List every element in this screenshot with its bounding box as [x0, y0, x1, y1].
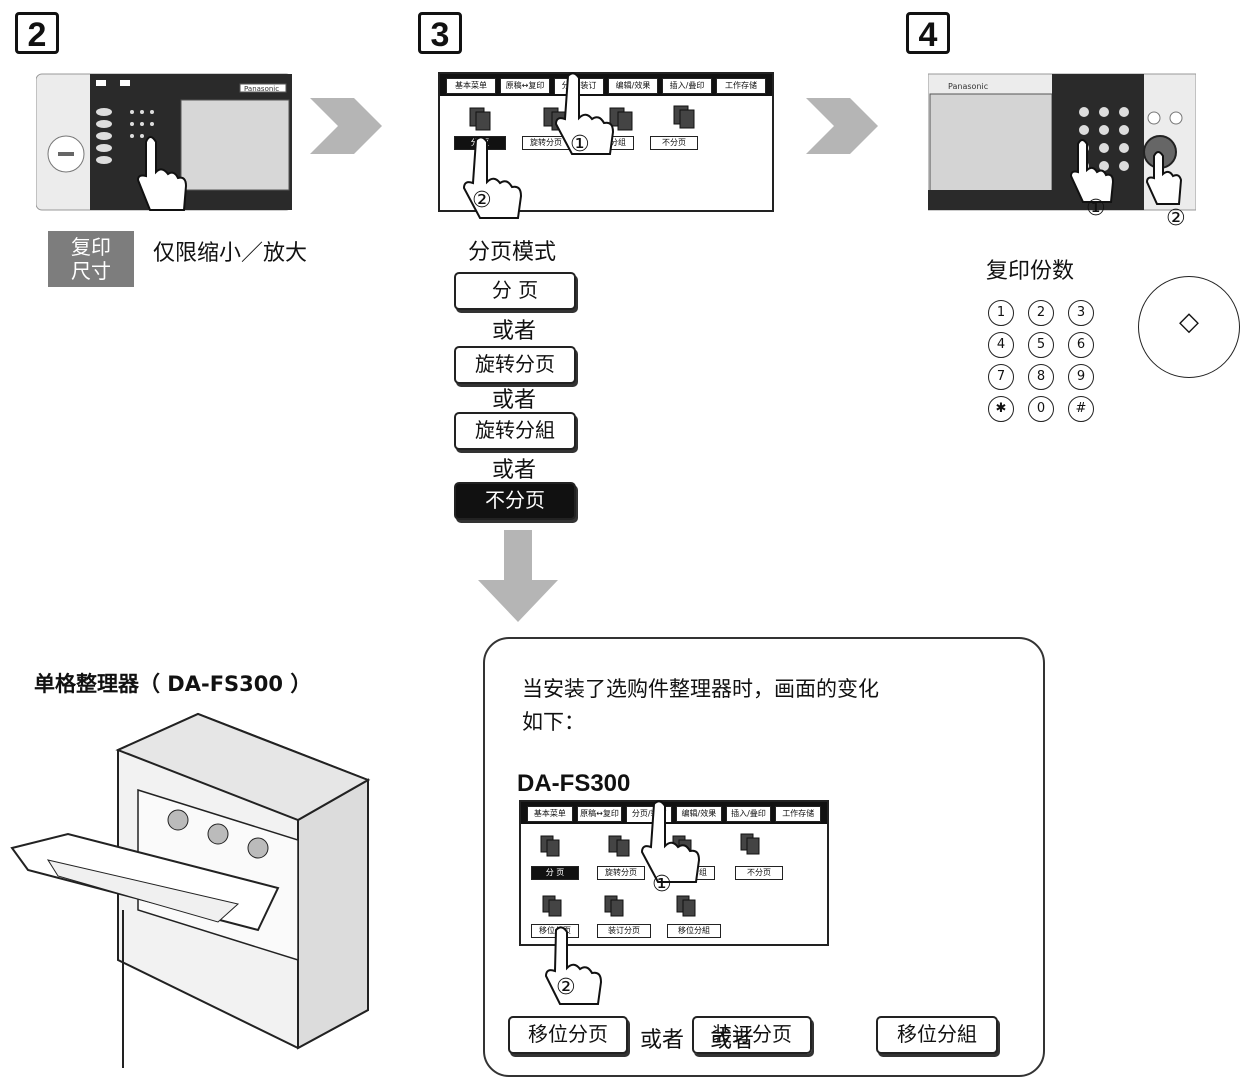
screen-no-sort-button[interactable]: 不分页 — [650, 136, 698, 150]
key-6[interactable]: 6 — [1068, 332, 1094, 358]
touch-hand-icon — [640, 800, 700, 883]
panel-brand-label: Panasonic — [244, 85, 280, 93]
step-marker-2: ② — [556, 975, 576, 1000]
touch-hand-icon — [544, 926, 603, 1005]
key-1[interactable]: 1 — [988, 300, 1014, 326]
key-3[interactable]: 3 — [1068, 300, 1094, 326]
sort-button[interactable]: 分 页 — [454, 272, 576, 310]
next-arrow-icon — [806, 98, 878, 154]
down-arrow-icon — [478, 530, 558, 622]
sort-mode-title: 分页模式 — [468, 240, 557, 265]
key-5[interactable]: 5 — [1028, 332, 1054, 358]
step-marker-1: ① — [1086, 196, 1106, 221]
screen-sort-button[interactable]: 分 页 — [531, 866, 579, 880]
control-panel-illustration — [36, 73, 292, 211]
or-text: 或者 — [491, 388, 536, 413]
step-marker-1: ① — [652, 872, 672, 897]
staple-sort-button[interactable]: 装订分页 — [692, 1016, 812, 1054]
key-star[interactable]: ✱ — [988, 396, 1014, 422]
or-text: 或者 — [491, 319, 536, 344]
shift-sort-button[interactable]: 移位分页 — [508, 1016, 628, 1054]
touch-hand-icon — [462, 136, 523, 219]
start-icon: ◇ — [1179, 307, 1199, 337]
key-9[interactable]: 9 — [1068, 364, 1094, 390]
key-4[interactable]: 4 — [988, 332, 1014, 358]
touch-screen-finisher: 基本菜单 原稿↔复印 分页/装订 编辑/效果 插入/叠印 工作存储 分 页 旋转… — [519, 800, 829, 946]
step-2-caption: 仅限缩小／放大 — [153, 241, 308, 266]
tab-edit-effect[interactable]: 编辑/效果 — [676, 806, 722, 822]
tab-original-copy[interactable]: 原稿↔复印 — [500, 78, 550, 94]
finisher-illustration — [10, 712, 371, 1068]
model-heading: DA-FS300 — [517, 770, 631, 797]
tab-edit-effect[interactable]: 编辑/效果 — [608, 78, 658, 94]
note-text-line-1: 当安装了选购件整理器时，画面的变化 — [522, 677, 879, 701]
screen-shift-group-button[interactable]: 移位分組 — [667, 924, 721, 938]
key-7[interactable]: 7 — [988, 364, 1014, 390]
next-arrow-icon — [310, 98, 382, 154]
tab-job-memory[interactable]: 工作存储 — [775, 806, 822, 822]
or-text: 或者 — [639, 1028, 684, 1053]
rotate-sort-button[interactable]: 旋转分页 — [454, 346, 576, 384]
shift-group-button[interactable]: 移位分組 — [876, 1016, 998, 1054]
or-text: 或者 — [709, 1028, 754, 1053]
step-marker-1: ① — [570, 132, 590, 157]
touch-hand-icon — [554, 72, 615, 155]
copy-quantity-label: 复印份数 — [986, 259, 1075, 284]
tab-job-memory[interactable]: 工作存储 — [716, 78, 766, 94]
or-text: 或者 — [491, 458, 536, 483]
tab-insert-overlay[interactable]: 插入/叠印 — [725, 806, 772, 822]
note-text-line-2: 如下： — [522, 710, 585, 734]
step-2-number: 2 — [15, 12, 59, 54]
copy-size-tag: 复印 尺寸 — [48, 231, 134, 287]
step-4-number: 4 — [906, 12, 950, 54]
key-0[interactable]: 0 — [1028, 396, 1054, 422]
finisher-title: 单格整理器（ DA-FS300 ） — [34, 672, 312, 696]
tab-basic[interactable]: 基本菜单 — [446, 78, 496, 94]
rotate-group-button[interactable]: 旋转分組 — [454, 412, 576, 450]
key-2[interactable]: 2 — [1028, 300, 1054, 326]
keypad-brand-label: Panasonic — [948, 82, 989, 91]
tab-insert-overlay[interactable]: 插入/叠印 — [662, 78, 712, 94]
key-8[interactable]: 8 — [1028, 364, 1054, 390]
screen-rotate-sort-button[interactable]: 旋转分页 — [597, 866, 645, 880]
no-sort-button[interactable]: 不分页 — [454, 482, 576, 520]
screen-no-sort-button[interactable]: 不分页 — [735, 866, 783, 880]
tab-basic[interactable]: 基本菜单 — [527, 806, 573, 822]
step-marker-2: ② — [1166, 206, 1186, 231]
screen-staple-sort-button[interactable]: 装订分页 — [597, 924, 651, 938]
key-hash[interactable]: # — [1068, 396, 1094, 422]
tab-original-copy[interactable]: 原稿↔复印 — [576, 806, 623, 822]
step-marker-2: ② — [472, 188, 492, 213]
start-button[interactable]: ◇ — [1138, 276, 1240, 378]
keypad-panel-illustration — [928, 73, 1196, 211]
step-3-number: 3 — [418, 12, 462, 54]
